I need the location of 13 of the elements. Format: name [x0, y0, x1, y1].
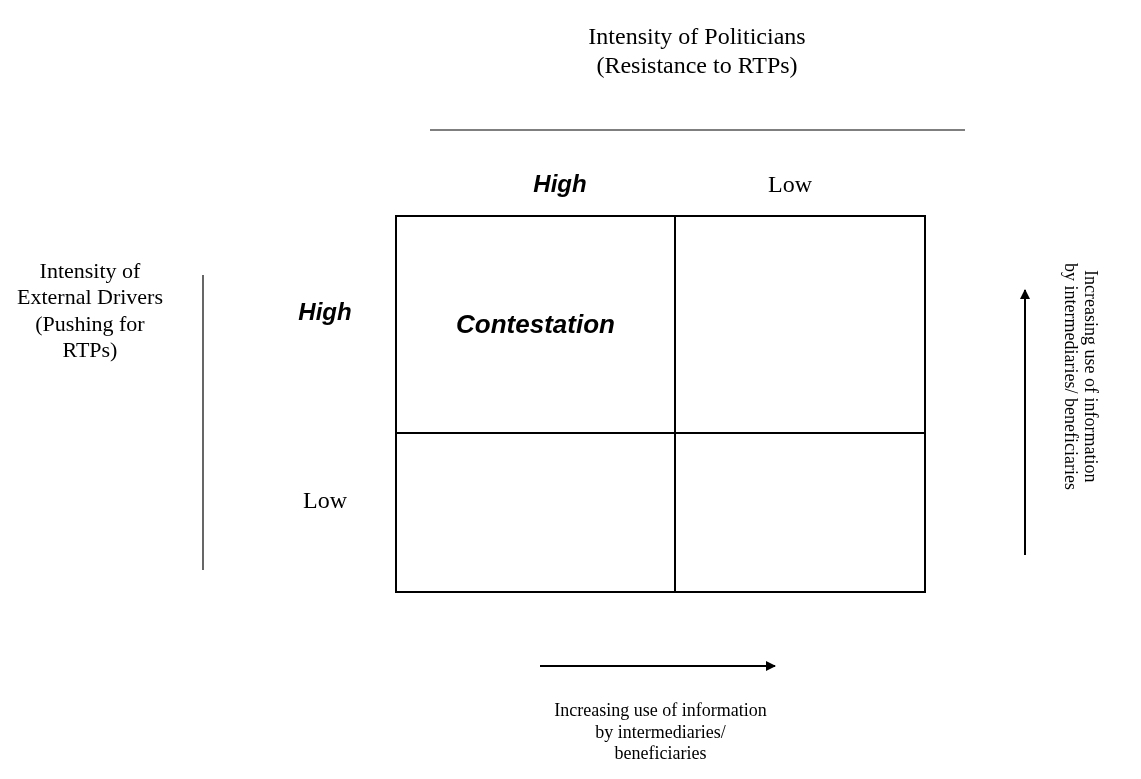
arrow-caption: Increasing use of information by intermediaries/ beneficiaries: [1060, 262, 1100, 490]
quadrant-label: Contestation: [456, 309, 615, 340]
column-heading: Low: [767, 170, 813, 199]
row-heading: Low: [302, 486, 348, 515]
empty-cell: [674, 432, 926, 593]
axis-title: Intensity of Politicians (Resistance to RTPs): [587, 22, 807, 80]
row-heading: High: [297, 298, 353, 327]
matrix-cell: [395, 215, 676, 434]
empty-cell: [674, 215, 926, 434]
axis-title: Intensity of External Drivers (Pushing for RTPs): [16, 258, 164, 364]
arrow-caption: Increasing use of information by intermediaries/ beneficiaries: [553, 700, 768, 765]
column-heading: High: [532, 170, 588, 199]
empty-cell: [395, 432, 676, 593]
